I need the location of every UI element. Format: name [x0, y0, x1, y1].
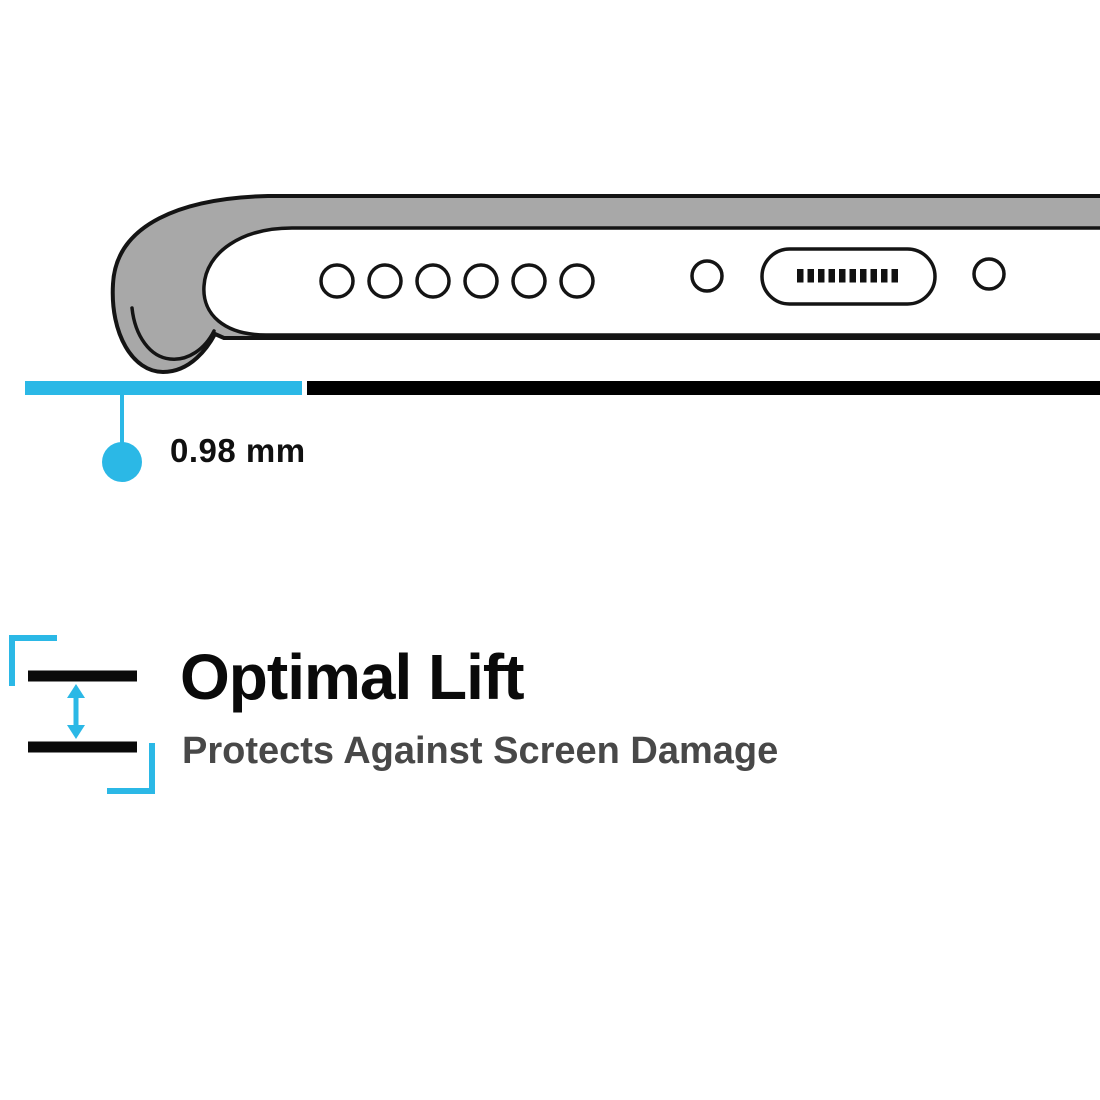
charging-port-icon — [760, 247, 937, 306]
feature-title: Optimal Lift — [180, 641, 525, 713]
gap-arrow-head-up — [67, 684, 85, 698]
lift-gap-bar-accent — [25, 381, 302, 395]
speaker-hole-icon — [511, 263, 547, 299]
surface-baseline-bar — [307, 381, 1100, 395]
speaker-hole-icon — [367, 263, 403, 299]
phone-case-cross-section-diagram — [25, 194, 1100, 482]
case-inner-fold-line — [130, 306, 216, 361]
bracket-top-left — [9, 635, 57, 686]
measure-point-dot — [102, 442, 142, 482]
screw-icon — [972, 257, 1006, 291]
screw-icon — [690, 259, 724, 293]
bracket-bottom-right — [107, 743, 155, 794]
speaker-hole-icon — [559, 263, 595, 299]
speaker-hole-icon — [415, 263, 451, 299]
feature-callout: Optimal Lift Protects Against Screen Dam… — [0, 628, 1100, 828]
lift-gap-icon — [9, 635, 155, 794]
gap-arrow-head-down — [67, 725, 85, 739]
speaker-hole-icon — [319, 263, 355, 299]
speaker-hole-icon — [463, 263, 499, 299]
lift-measurement-label: 0.98 mm — [170, 432, 306, 469]
speaker-holes-row — [319, 263, 595, 299]
charging-port-pins — [797, 269, 898, 283]
measure-leader-line — [120, 395, 124, 447]
feature-subtitle: Protects Against Screen Damage — [182, 730, 779, 772]
